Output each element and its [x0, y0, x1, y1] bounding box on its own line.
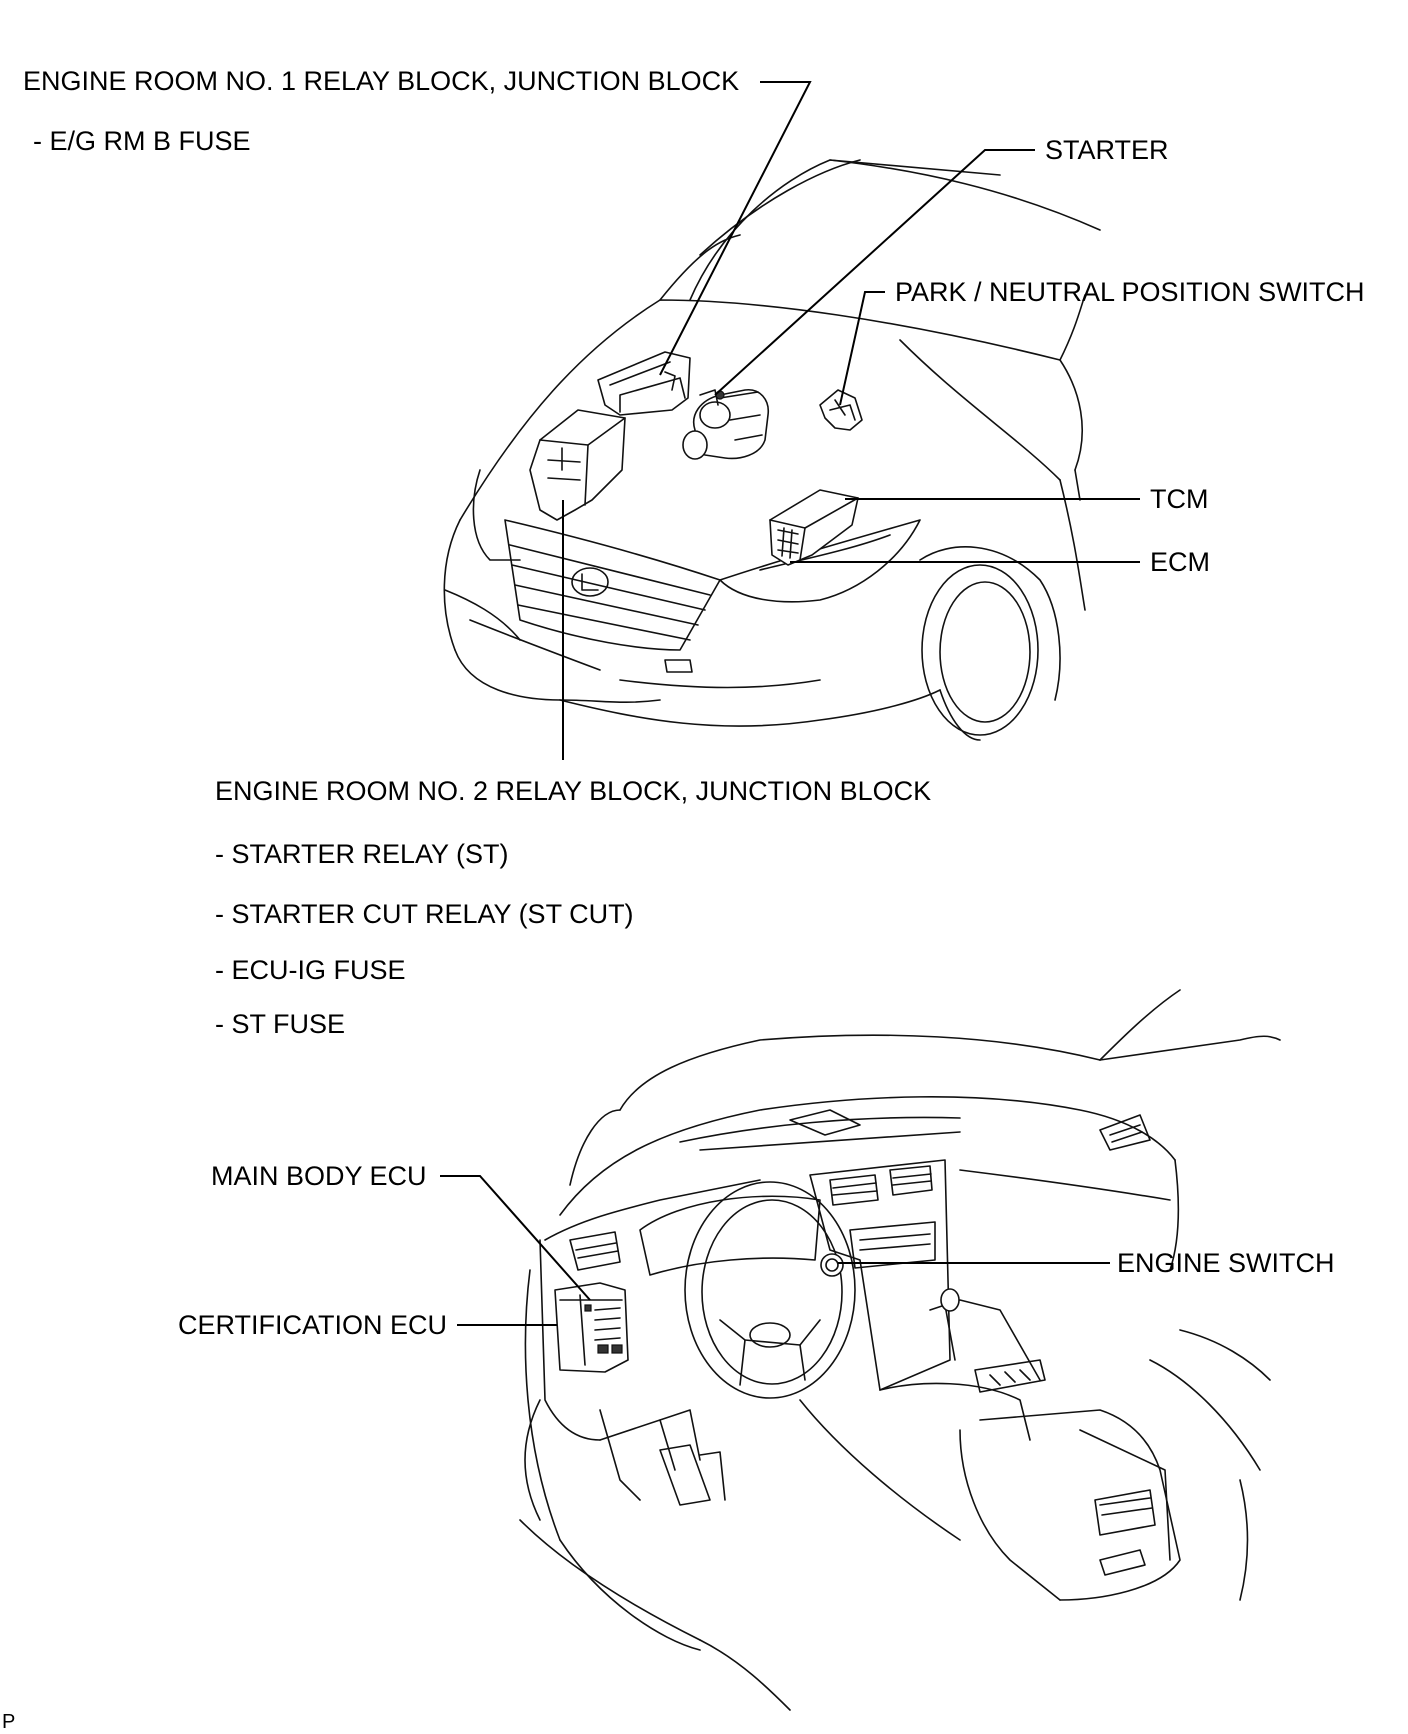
certification-ecu-label: CERTIFICATION ECU: [178, 1310, 448, 1340]
er1-relay-block-label: ENGINE ROOM NO. 1 RELAY BLOCK, JUNCTION …: [23, 66, 740, 96]
main-body-ecu-label: MAIN BODY ECU: [211, 1161, 427, 1191]
er2-item-starter-relay: - STARTER RELAY (ST): [215, 839, 509, 869]
er2-item-st-fuse: - ST FUSE: [215, 1009, 346, 1039]
interior-drawing: [519, 989, 1281, 1711]
park-neutral-switch-label: PARK / NEUTRAL POSITION SWITCH: [895, 277, 1365, 307]
ecm-label: ECM: [1150, 547, 1210, 577]
starter-label: STARTER: [1045, 135, 1169, 165]
er2-item-ecu-ig-fuse: - ECU-IG FUSE: [215, 955, 406, 985]
er2-item-starter-cut-relay: - STARTER CUT RELAY (ST CUT): [215, 899, 634, 929]
corner-mark: P: [2, 1711, 16, 1733]
er2-relay-block-label: ENGINE ROOM NO. 2 RELAY BLOCK, JUNCTION …: [215, 776, 932, 806]
car-front-drawing: [443, 159, 1101, 741]
tcm-label: TCM: [1150, 484, 1209, 514]
er1-fuse-label: - E/G RM B FUSE: [33, 126, 251, 156]
engine-switch-label: ENGINE SWITCH: [1117, 1248, 1335, 1278]
leader-lines: [440, 81, 1140, 1326]
